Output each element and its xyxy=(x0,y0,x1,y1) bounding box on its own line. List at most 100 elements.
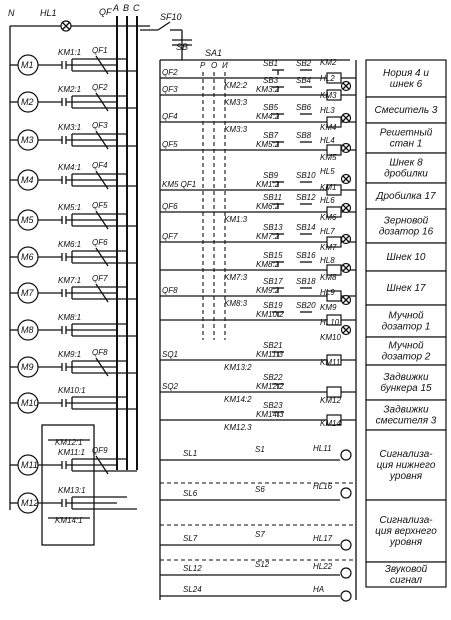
coil-box xyxy=(326,184,342,196)
label-phase-c: C xyxy=(133,3,140,13)
signal-lamp-icon xyxy=(340,487,352,499)
motor-breaker-label: QF1 xyxy=(92,46,108,55)
signal-left-label: SL24 xyxy=(183,585,202,594)
row-left-label: QF6 xyxy=(162,202,178,211)
row-contact-label: KM8:3 xyxy=(224,299,248,308)
coil-box xyxy=(326,72,342,84)
signal-device-label: HL16 xyxy=(313,482,333,491)
row-button-label: SB9 xyxy=(263,171,279,180)
extra-contact-2: KM14:1 xyxy=(55,516,83,525)
coil-label: HL4 xyxy=(320,136,335,145)
row-contact-label: KM3:3 xyxy=(224,98,248,107)
label-phase-b: B xyxy=(123,3,129,13)
row-contact-label: KM12.3 xyxy=(224,423,252,432)
row-inner-label: KM11:3 xyxy=(256,350,284,359)
row-left-label: QF2 xyxy=(162,68,178,77)
coil-box xyxy=(326,314,342,326)
label-phase-a: A xyxy=(112,3,119,13)
row-button-label: SB22 xyxy=(263,373,283,382)
legend-item: Смеситель 3 xyxy=(365,96,447,124)
legend-item: Шнек 10 xyxy=(365,242,447,272)
motor-breaker-label: QF8 xyxy=(92,348,108,357)
coil-label: KM12 xyxy=(320,396,341,405)
label-main-lamp: HL1 xyxy=(40,8,57,18)
label-control-breaker: SF10 xyxy=(160,12,182,22)
legend-item: Шнек 17 xyxy=(365,270,447,306)
signal-contact-label: S6 xyxy=(255,485,265,494)
row-contact-label: KM7:3 xyxy=(224,273,248,282)
row-button2-label: SB14 xyxy=(296,223,316,232)
motor-group-frame xyxy=(41,424,95,546)
row-button2-label: SB16 xyxy=(296,251,316,260)
coil-label: HL6 xyxy=(320,196,335,205)
coil-label: KM14 xyxy=(320,419,341,428)
row-contact-label: KM3:3 xyxy=(224,125,248,134)
coil-label: KM11 xyxy=(320,358,340,367)
signal-device-label: HA xyxy=(313,585,324,594)
row-button-label: SB21 xyxy=(263,341,283,350)
coil-label: KM3 xyxy=(320,91,337,100)
signal-row: SL24 xyxy=(160,585,340,597)
motor-label: M12 xyxy=(21,498,39,508)
signal-device-label: HL22 xyxy=(313,562,333,571)
coil-box xyxy=(326,144,342,156)
motor-label: M4 xyxy=(21,175,34,185)
row-button2-label: SB4 xyxy=(296,76,312,85)
row-button2-label: SB6 xyxy=(296,103,312,112)
motor-contact-label: KM11:1 xyxy=(58,448,85,457)
coil-label: KM2 xyxy=(320,58,337,67)
row-button2-label: SB20 xyxy=(296,301,316,310)
motor-label: M7 xyxy=(21,288,34,298)
label-selector: SA1 xyxy=(205,48,222,58)
row-inner-label: KM12:2 xyxy=(256,382,284,391)
row-button-label: SB11 xyxy=(263,193,282,202)
extra-contact-1: KM12:1 xyxy=(55,438,83,447)
coil-box xyxy=(326,236,342,248)
row-inner-label: KM8:2 xyxy=(256,260,280,269)
row-left-label: QF4 xyxy=(162,112,178,121)
signal-lamp-icon xyxy=(340,567,352,579)
motor-label: M11 xyxy=(21,460,38,470)
row-inner-label: KM9:2 xyxy=(256,286,280,295)
motor-contact-label: KM10:1 xyxy=(58,386,86,395)
coil-label: HL3 xyxy=(320,106,335,115)
label-neutral: N xyxy=(8,8,15,18)
coil-label: HL2 xyxy=(320,74,335,83)
legend-text: Шнек 10 xyxy=(387,252,426,263)
row-left-label: QF5 xyxy=(162,140,178,149)
row-button-label: SB5 xyxy=(263,103,279,112)
row-button-label: SB15 xyxy=(263,251,283,260)
coil-box xyxy=(326,414,342,426)
motor-label: M6 xyxy=(21,252,34,262)
row-inner-label: KM7:2 xyxy=(256,232,280,241)
motor-label: M10 xyxy=(21,398,39,408)
coil-box xyxy=(326,386,342,398)
row-button-label: SB1 xyxy=(263,59,278,68)
motor-breaker-label: QF2 xyxy=(92,83,108,92)
row-inner-label: KM3:2 xyxy=(256,85,280,94)
motor-10: M10 KM10:1 xyxy=(10,386,137,414)
coil-label: KM4 xyxy=(320,123,337,132)
